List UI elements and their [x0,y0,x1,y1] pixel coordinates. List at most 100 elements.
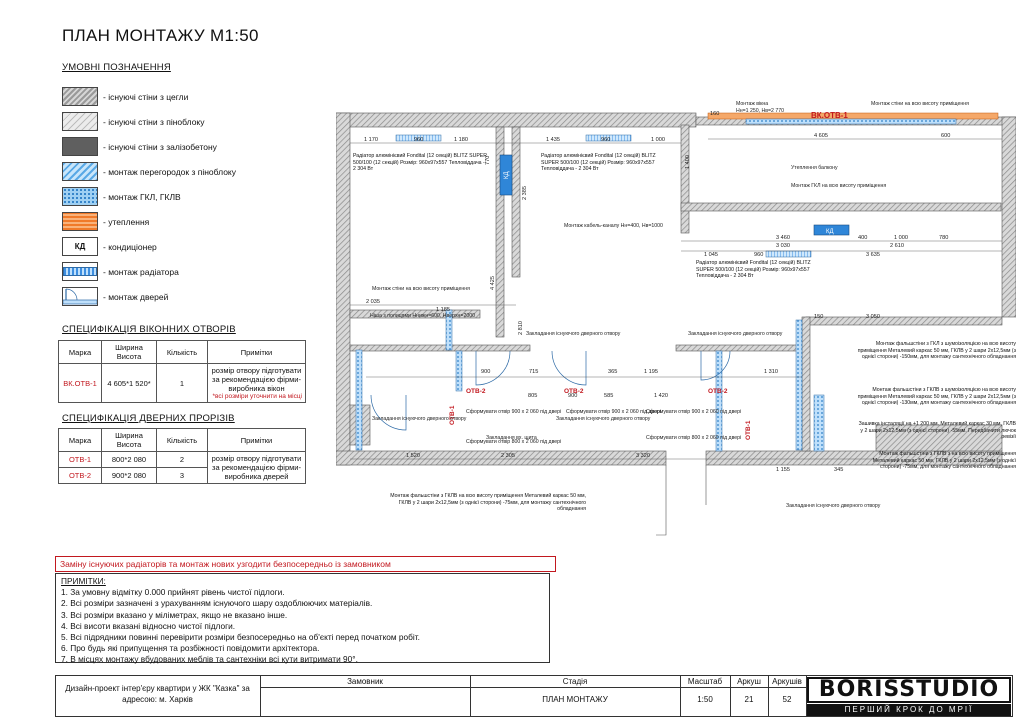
legend-item: - існуючі стіни з піноблоку [62,109,332,134]
table-header: Кількість [156,428,208,452]
floor-plan: ВК.ОТВ-1 КД КД ОТВ-2 ОТВ-2 ОТВ-2 ОТВ-1 О… [336,101,1016,536]
svg-text:Закладання існуючого дверного: Закладання існуючого дверного отвору [556,416,651,422]
svg-text:4 605: 4 605 [814,133,828,139]
doors [370,350,731,431]
note-item: 2. Всі розміри зазначені з урахуванням і… [61,598,373,609]
svg-text:1 155: 1 155 [776,467,790,473]
svg-text:Утеплення балкону: Утеплення балкону [791,165,838,171]
legend: - існуючі стіни з цегли - існуючі стіни … [62,84,332,309]
svg-text:715: 715 [529,369,538,375]
window-opening [745,118,957,125]
mark-cell: ОТВ-2 [58,467,102,484]
table-row: ОТВ-1 800*2 080 2 розмір отвору підготув… [58,451,306,484]
concrete-swatch-icon [62,137,98,156]
qty-cell: 2 [156,451,208,468]
drywall-swatch-icon [62,187,98,206]
note-item: 5. Всі підрядники повинні перевірити роз… [61,632,420,643]
right-note: Монтаж фальшстіни з ГКЛВ з шумоізоляцією… [858,387,1016,406]
dimension-labels: 1 170 960 1 180 1 435 960 1 000 4 605 16… [364,111,950,473]
svg-text:Монтаж вікна: Монтаж вікна [736,101,768,107]
svg-text:900: 900 [481,369,490,375]
sheet-value: 21 [744,695,754,704]
legend-item: - утеплення [62,209,332,234]
legend-label: - існуючі стіни з цегли [103,91,189,102]
footnote: *всі розміри уточнити на місці [212,393,303,400]
svg-text:ОТВ-2: ОТВ-2 [564,388,584,395]
svg-text:900: 900 [568,393,577,399]
svg-text:ОТВ-1: ОТВ-1 [745,420,752,440]
svg-text:КД: КД [504,171,510,179]
windows-spec-table: Марка Ширина Висота Кількість Примітки В… [58,340,306,403]
notes-heading: ПРИМІТКИ: [61,576,106,586]
note-cell: розмір отвору підготувати за рекомендаці… [207,451,306,484]
note-item: 3. Всі розміри вказано у міліметрах, якщ… [61,609,288,620]
svg-text:Сформувати отвір 800 x 2 060 п: Сформувати отвір 800 x 2 060 під двері [466,439,561,445]
legend-item: КД- кондиціонер [62,234,332,259]
svg-text:2 305: 2 305 [501,453,515,459]
qty-cell: 1 [156,363,208,403]
logo-slogan: ПЕРШИЙ КРОК ДО МРІЇ [807,704,1011,716]
legend-heading: УМОВНІ ПОЗНАЧЕННЯ [62,62,171,73]
mark-cell: ОТВ-1 [58,451,102,468]
legend-item: - існуючі стіни з цегли [62,84,332,109]
customer-label: Замовник [347,677,383,686]
legend-label: - монтаж ГКЛ, ГКЛВ [103,191,181,202]
svg-text:Закладання існуючого дверного: Закладання існуючого дверного отвору [688,331,783,337]
stage-label: Стадія [562,677,588,686]
svg-text:780: 780 [939,235,948,241]
page-title: ПЛАН МОНТАЖУ М1:50 [62,26,259,45]
legend-item: - існуючі стіни з залізобетону [62,134,332,159]
mark-cell: ВК.ОТВ-1 [58,363,102,403]
air-conditioner-swatch-icon: КД [62,237,98,256]
title-block: Дизайн-проект інтер'єру квартири у ЖК "К… [55,675,1013,717]
sheet-label: Аркуш [737,677,761,686]
foam-block-swatch-icon [62,112,98,131]
size-cell: 900*2 080 [101,467,157,484]
notes-box: ПРИМІТКИ: 1. За умовну відмітку 0.000 пр… [55,573,550,664]
insulation-swatch-icon [62,212,98,231]
studio-logo: BORISSTUDIO ПЕРШИЙ КРОК ДО МРІЇ [807,677,1011,716]
legend-item: - монтаж перегородок з піноблоку [62,159,332,184]
table-header: Марка [58,428,102,452]
qty-cell: 3 [156,467,208,484]
svg-text:1 195: 1 195 [644,369,658,375]
svg-text:Ніша з полицями Hнижн=600, Hве: Ніша з полицями Hнижн=600, Hверхн=2000 [370,313,475,319]
doors-spec-heading: СПЕЦИФІКАЦІЯ ДВЕРНИХ ПРОРІЗІВ [62,413,235,424]
legend-label: - існуючі стіни з піноблоку [103,116,205,127]
size-cell: 4 605*1 520* [101,363,157,403]
svg-text:ОТВ-1: ОТВ-1 [449,405,456,425]
svg-text:Сформувати отвір 900 x 2 060 п: Сформувати отвір 900 x 2 060 під двері [646,409,741,415]
svg-text:3 030: 3 030 [776,243,790,249]
svg-text:1 420: 1 420 [654,393,668,399]
svg-text:600: 600 [941,133,950,139]
radiator-note: Радіатор алюмінієвий Fondital (12 секцій… [541,153,656,172]
svg-text:1 180: 1 180 [454,137,468,143]
svg-text:960: 960 [601,137,610,143]
legend-label: - монтаж перегородок з піноблоку [103,166,236,177]
table-header: Ширина Висота [101,340,157,364]
legend-item: - монтаж ГКЛ, ГКЛВ [62,184,332,209]
radiator-note: Радіатор алюмінієвий Fondital (12 секцій… [353,153,487,172]
svg-text:585: 585 [604,393,613,399]
svg-text:1 310: 1 310 [764,369,778,375]
svg-text:3 460: 3 460 [776,235,790,241]
size-cell: 800*2 080 [101,451,157,468]
svg-text:Монтаж стіни на всю висоту при: Монтаж стіни на всю висоту приміщення [372,286,470,292]
svg-text:2 035: 2 035 [366,299,380,305]
doors-spec-table: Марка Ширина Висота Кількість Примітки О… [58,428,306,484]
table-header: Кількість [156,340,208,364]
table-row: ОТВ-2 900*2 080 3 [58,467,306,484]
warning-banner: Заміну існуючих радіаторів та монтаж нов… [55,556,556,572]
gklv-note: Монтаж фальшстіни з ГКЛВ на всю висоту п… [390,493,586,512]
window-mark: ВК.ОТВ-1 [811,111,848,120]
door-swatch-icon [62,287,98,306]
svg-text:Hн=1 250, Hв=2 770: Hн=1 250, Hв=2 770 [736,108,784,114]
right-note: Монтаж фальшстіни з ГКЛВ з на всю висоту… [873,451,1016,470]
svg-text:1 435: 1 435 [546,137,560,143]
legend-label: - монтаж радіатора [103,266,179,277]
radiators [395,134,812,258]
scale-value: 1:50 [697,695,713,704]
svg-text:960: 960 [754,252,763,258]
svg-text:1 400: 1 400 [685,155,691,169]
project-name: Дизайн-проект інтер'єру квартири у ЖК "К… [65,684,250,704]
